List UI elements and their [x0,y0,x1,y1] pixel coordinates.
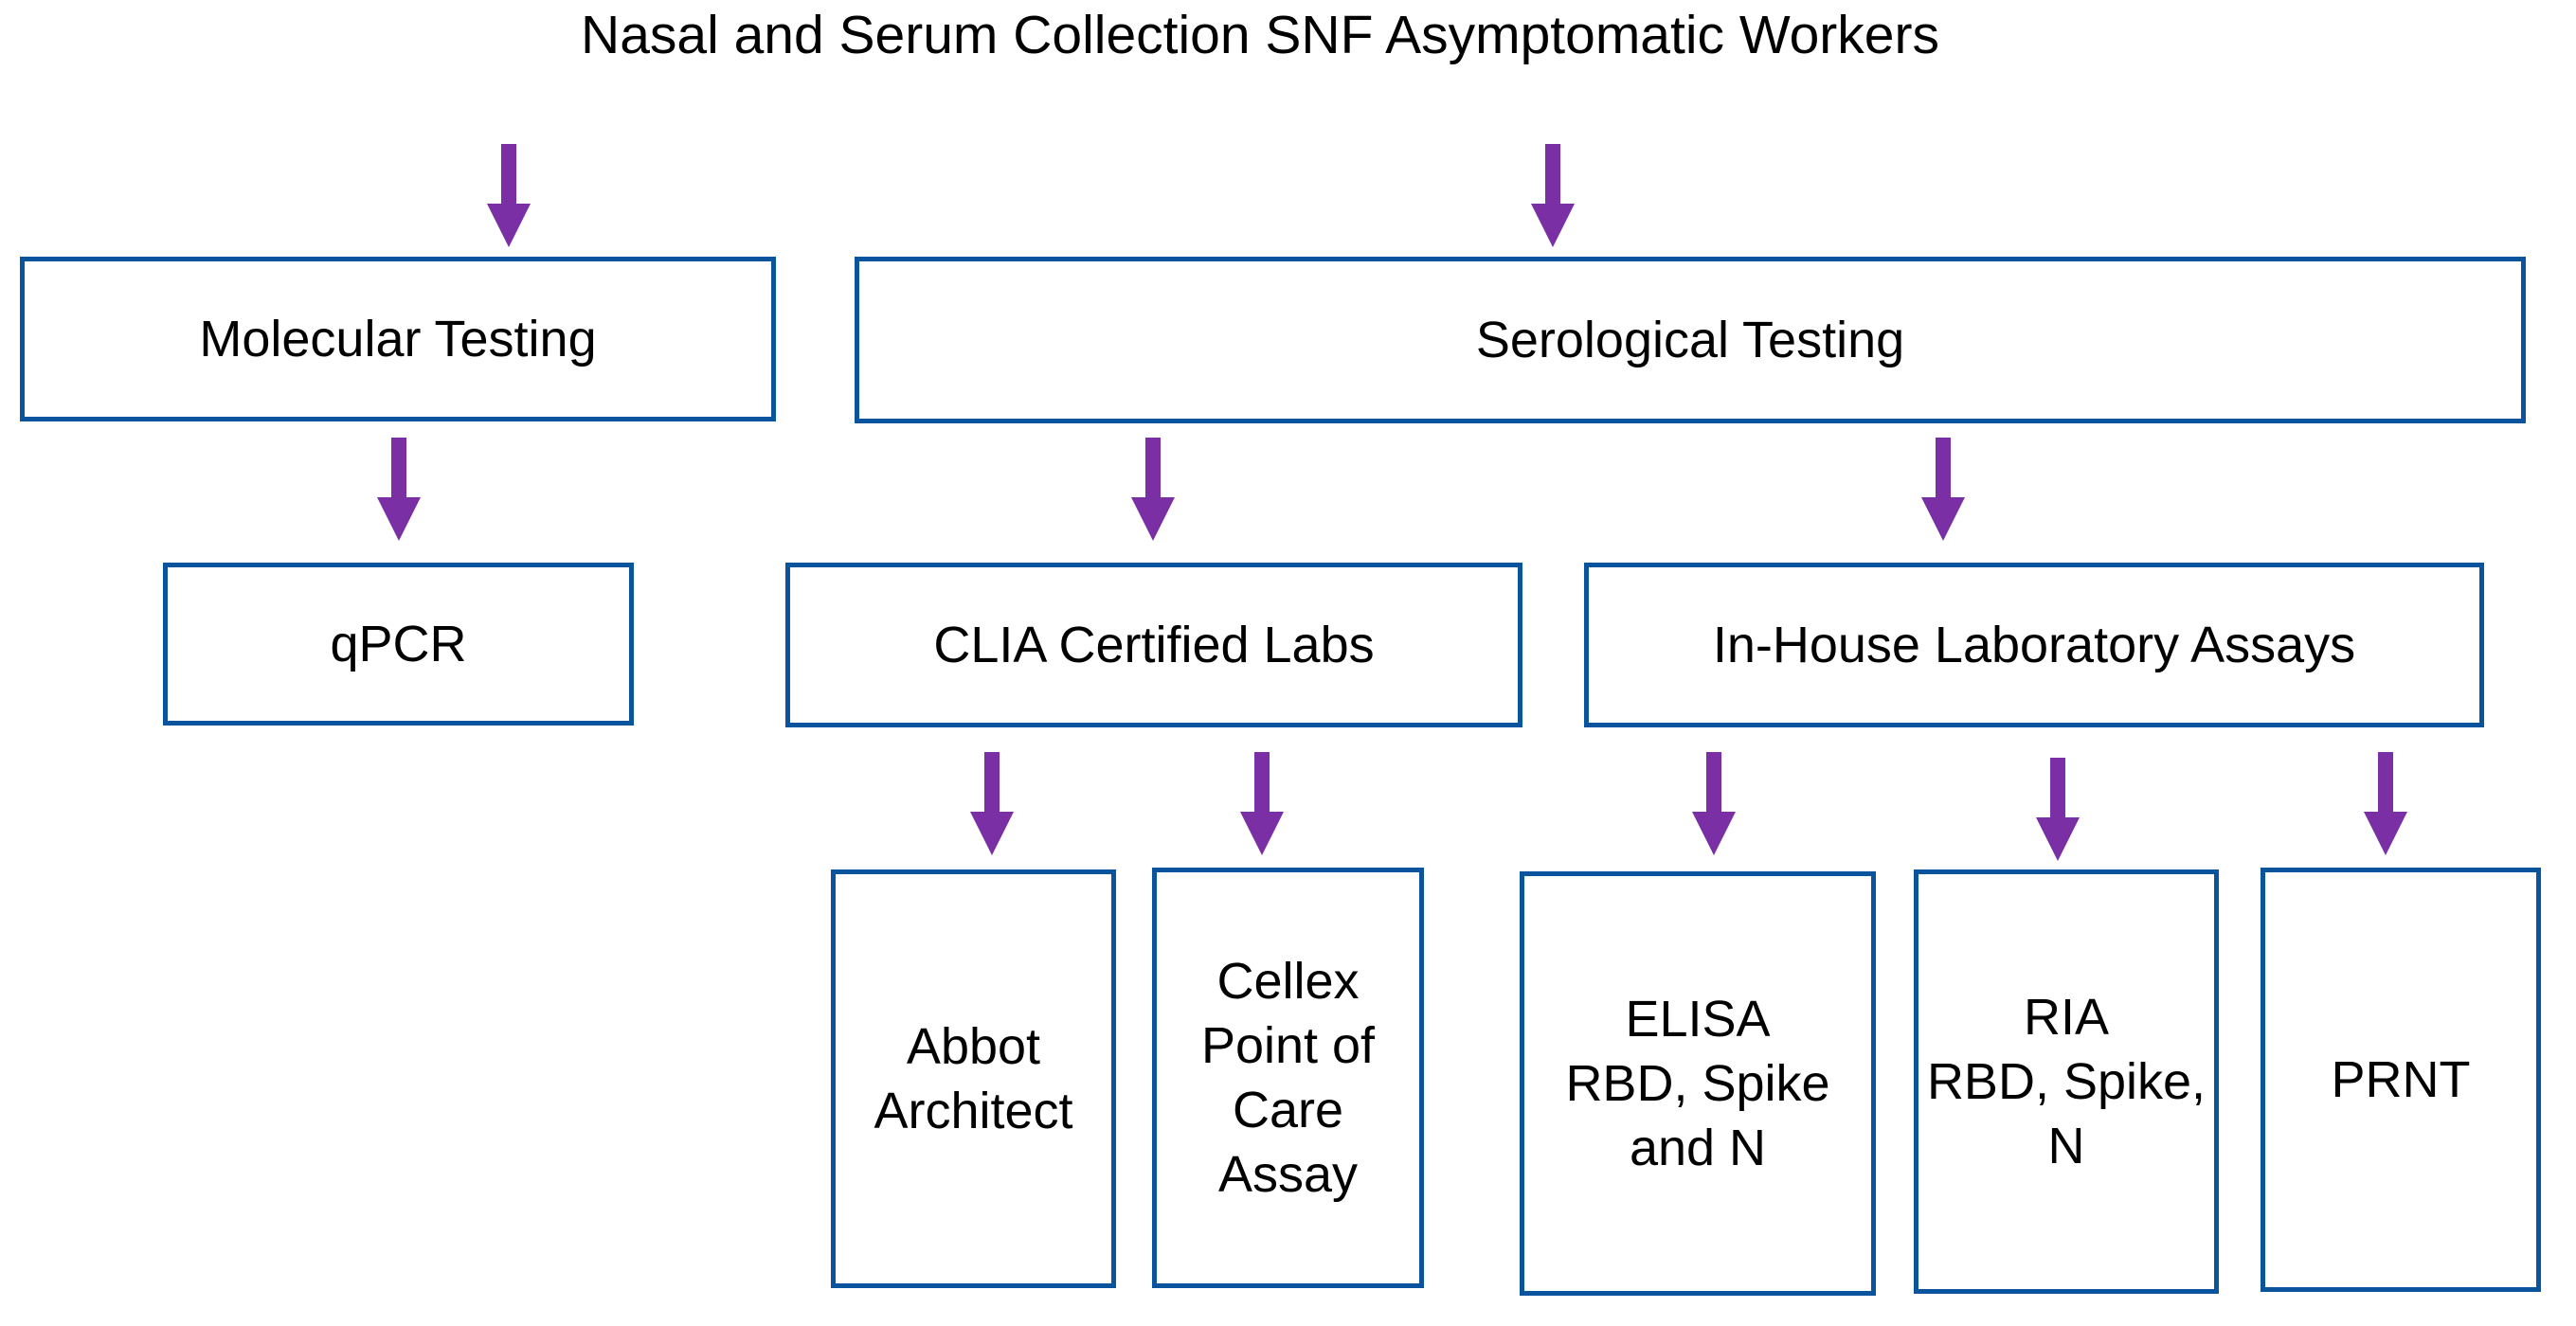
node-clia-certified-labs: CLIA Certified Labs [785,563,1522,727]
arrow-head [1692,812,1736,855]
arrow-head [487,204,531,247]
node-serological-testing: Serological Testing [855,257,2526,423]
node-cellex-point-of-care-assay: Cellex Point of Care Assay [1152,868,1424,1288]
down-arrow-icon-molecular-to-qpcr [377,438,421,541]
down-arrow-icon-clia-to-cellex [1240,752,1284,855]
arrow-head [970,812,1014,855]
arrow-stem [391,438,406,497]
node-elisa-rbd-spike-n: ELISA RBD, Spike and N [1520,871,1876,1296]
arrow-head [2036,817,2080,861]
arrow-stem [1145,438,1161,497]
arrow-head [1240,812,1284,855]
arrow-head [2364,812,2407,855]
down-arrow-icon-into-serological-testing [1531,144,1575,247]
arrow-head [1131,497,1175,541]
down-arrow-icon-clia-to-abbot [970,752,1014,855]
node-qpcr: qPCR [163,563,634,726]
node-prnt: PRNT [2261,868,2541,1292]
node-in-house-laboratory-assays: In-House Laboratory Assays [1584,563,2484,727]
arrow-head [377,497,421,541]
arrow-stem [1545,144,1560,204]
node-abbot-architect: Abbot Architect [831,869,1116,1288]
arrow-stem [1706,752,1721,812]
arrow-stem [501,144,516,204]
node-ria-rbd-spike-n: RIA RBD, Spike, N [1914,869,2219,1294]
arrow-stem [984,752,1000,812]
node-molecular-testing: Molecular Testing [20,257,776,421]
arrow-stem [1936,438,1951,497]
diagram-title: Nasal and Serum Collection SNF Asymptoma… [581,5,1939,65]
arrow-head [1921,497,1965,541]
down-arrow-icon-inhouse-to-elisa [1692,752,1736,855]
down-arrow-icon-into-molecular-testing [487,144,531,247]
arrow-stem [1254,752,1270,812]
down-arrow-icon-inhouse-to-prnt [2364,752,2407,855]
down-arrow-icon-serological-to-clia [1131,438,1175,541]
down-arrow-icon-serological-to-inhouse [1921,438,1965,541]
arrow-stem [2050,758,2065,817]
arrow-head [1531,204,1575,247]
arrow-stem [2378,752,2393,812]
down-arrow-icon-inhouse-to-ria [2036,758,2080,861]
